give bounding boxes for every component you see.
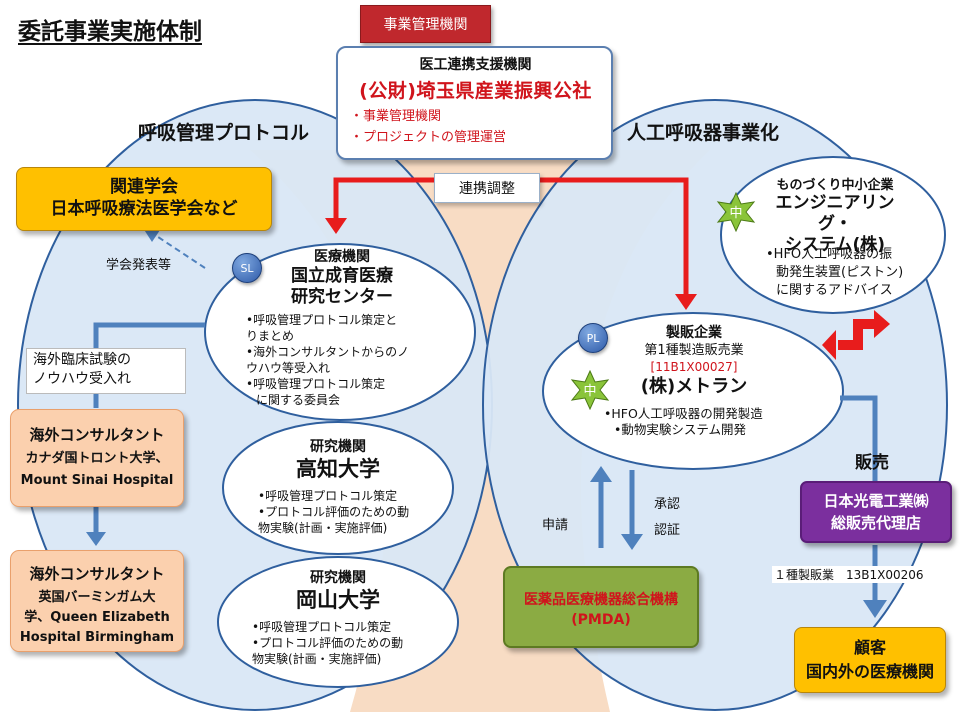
ncchd-item: りまとめ: [246, 329, 295, 343]
metran-name: (株)メトラン: [640, 376, 748, 397]
metran-item: •動物実験システム開発: [614, 422, 746, 437]
left-region-title: 呼吸管理プロトコル: [138, 122, 310, 144]
metran-heading: 製販企業: [666, 325, 722, 341]
ncchd-item: ウハウ等受入れ: [246, 361, 331, 375]
approval-label: 承認 認証: [654, 492, 680, 544]
overseas-note-line: 海外臨床試験の: [33, 352, 131, 368]
ncchd-item: に関する委員会: [256, 393, 341, 407]
conference-label: 学会発表等: [106, 258, 172, 273]
pmda-line: (PMDA): [571, 612, 631, 628]
support-item: ・事業管理機関: [350, 109, 442, 124]
ncchd-item: •呼吸管理プロトコル策定: [246, 377, 386, 391]
consultant-line: Hospital Birmingham: [19, 630, 175, 645]
distributor-license-label: １種製販業 13B1X00206: [772, 566, 926, 583]
support-agency-box: 医工連携支援機関 (公財)埼玉県産業振興公社 ・事業管理機関 ・プロジェクトの管…: [336, 46, 613, 160]
metran-items: •HFO人工呼吸器の開発製造 •動物実験システム開発: [604, 406, 794, 438]
customer-box: 顧客 国内外の医療機関: [794, 627, 946, 693]
pmda-box: 医薬品医療機器総合機構 (PMDA): [503, 566, 699, 648]
coordination-label: 連携調整: [434, 173, 540, 203]
ncchd-header: 医療機関 国立成育医療 研究センター: [262, 246, 422, 308]
approval-line: 認証: [654, 523, 681, 538]
nihon-kohden-line: 日本光電工業㈱: [823, 492, 929, 510]
okayama-name: 岡山大学: [296, 588, 380, 612]
application-label: 申請: [542, 518, 569, 533]
ncchd-items: •呼吸管理プロトコル策定と りまとめ •海外コンサルタントからのノ ウハウ等受入…: [246, 312, 446, 408]
kochi-header: 研究機関 高知大学: [258, 436, 418, 482]
metran-header: 製販企業 第1種製造販売業 [11B1X00027] (株)メトラン: [614, 322, 774, 399]
okayama-header: 研究機関 岡山大学: [258, 567, 418, 613]
nihon-kohden-line: 総販売代理店: [830, 514, 921, 532]
ncchd-heading: 医療機関: [314, 249, 370, 265]
okayama-item: •呼吸管理プロトコル策定: [252, 620, 392, 634]
okayama-heading: 研究機関: [310, 570, 366, 586]
approval-line: 承認: [654, 497, 681, 512]
metran-ellipse: [542, 312, 844, 470]
support-item: ・プロジェクトの管理運営: [350, 130, 507, 145]
sl-badge-icon: SL: [232, 253, 262, 283]
chu-badge-text: 中: [583, 384, 596, 399]
metran-sub: 第1種製造販売業: [644, 343, 744, 358]
ncchd-item: •海外コンサルタントからのノ: [246, 345, 410, 359]
page-title: 委託事業実施体制: [18, 19, 202, 45]
ncchd-name: 研究センター: [291, 287, 393, 307]
engineering-name: エンジニアリング・: [775, 193, 895, 234]
okayama-item: •プロトコル評価のための動: [252, 636, 404, 650]
related-society-line2: 日本呼吸療法医学会など: [50, 199, 238, 219]
customer-line2: 国内外の医療機関: [805, 662, 934, 681]
kochi-heading: 研究機関: [310, 439, 366, 455]
kochi-ellipse: [222, 421, 454, 555]
chu-badge-text: 中: [729, 206, 742, 221]
consultant-canada-box: 海外コンサルタント カナダ国トロント大学、 Mount Sinai Hospit…: [10, 409, 184, 507]
metran-license: [11B1X00027]: [650, 360, 738, 374]
related-society-box: 関連学会 日本呼吸療法医学会など: [16, 167, 272, 231]
consultant-line: 学、Queen Elizabeth: [24, 610, 170, 625]
consultant-line: カナダ国トロント大学、: [25, 451, 169, 466]
kochi-item: •呼吸管理プロトコル策定: [258, 489, 398, 503]
engineering-items: •HFO人工呼吸器の振 動発生装置(ピストン) に関するアドバイス: [766, 246, 916, 300]
ncchd-name: 国立成育医療: [291, 266, 393, 286]
kochi-item: •プロトコル評価のための動: [258, 505, 410, 519]
okayama-items: •呼吸管理プロトコル策定 •プロトコル評価のための動 物実験(計画・実施評価): [252, 619, 427, 667]
okayama-ellipse: [217, 556, 459, 688]
management-agency-label: 事業管理機関: [360, 5, 491, 43]
ncchd-item: •呼吸管理プロトコル策定と: [246, 313, 398, 327]
customer-line1: 顧客: [853, 638, 886, 657]
chu-star-icon: 中: [570, 370, 610, 410]
pl-badge-icon: PL: [578, 323, 608, 353]
engineering-name: システム(株): [784, 235, 886, 255]
engineering-item: 動発生装置(ピストン): [776, 265, 904, 280]
kochi-name: 高知大学: [296, 457, 380, 481]
pmda-line: 医薬品医療機器総合機構: [524, 592, 678, 608]
kochi-items: •呼吸管理プロトコル策定 •プロトコル評価のための動 物実験(計画・実施評価): [258, 488, 428, 536]
kochi-item: 物実験(計画・実施評価): [258, 521, 388, 535]
consultant-line: 英国バーミンガム大: [38, 590, 156, 605]
ncchd-ellipse: [204, 243, 476, 421]
overseas-note-line: ノウハウ受入れ: [33, 371, 131, 387]
engineering-item: に関するアドバイス: [776, 283, 893, 298]
support-name: (公財)埼玉県産業振興公社: [359, 80, 592, 102]
consultant-heading: 海外コンサルタント: [29, 426, 165, 444]
consultant-uk-box: 海外コンサルタント 英国バーミンガム大 学、Queen Elizabeth Ho…: [10, 550, 184, 652]
engineering-header: ものづくり中小企業 エンジニアリング・ システム(株): [760, 174, 910, 256]
nihon-kohden-box: 日本光電工業㈱ 総販売代理店: [800, 481, 952, 543]
engineering-item: •HFO人工呼吸器の振: [766, 247, 893, 262]
consultant-heading: 海外コンサルタント: [29, 565, 165, 583]
metran-item: •HFO人工呼吸器の開発製造: [604, 406, 763, 421]
engineering-ellipse: [720, 156, 946, 314]
okayama-item: 物実験(計画・実施評価): [252, 652, 382, 666]
consultant-line: Mount Sinai Hospital: [20, 473, 174, 488]
support-heading: 医工連携支援機関: [419, 57, 532, 73]
related-society-line1: 関連学会: [110, 177, 178, 197]
overseas-note: 海外臨床試験の ノウハウ受入れ: [26, 348, 186, 394]
right-region-title: 人工呼吸器事業化: [627, 122, 780, 144]
chu-star-icon: 中: [716, 192, 756, 232]
engineering-heading: ものづくり中小企業: [776, 178, 894, 193]
sales-label: 販売: [855, 453, 889, 473]
